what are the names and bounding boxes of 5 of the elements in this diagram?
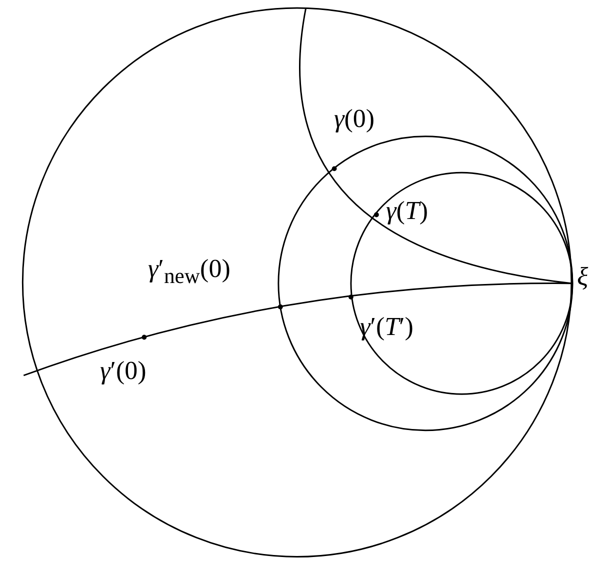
point-label: γ′$_{new}$(0) — [148, 256, 230, 288]
point-label: γ(T) — [386, 198, 428, 224]
point-label: γ(0) — [334, 106, 375, 132]
point-label: γ′(0) — [100, 358, 146, 384]
point-label: ξ — [577, 264, 588, 290]
